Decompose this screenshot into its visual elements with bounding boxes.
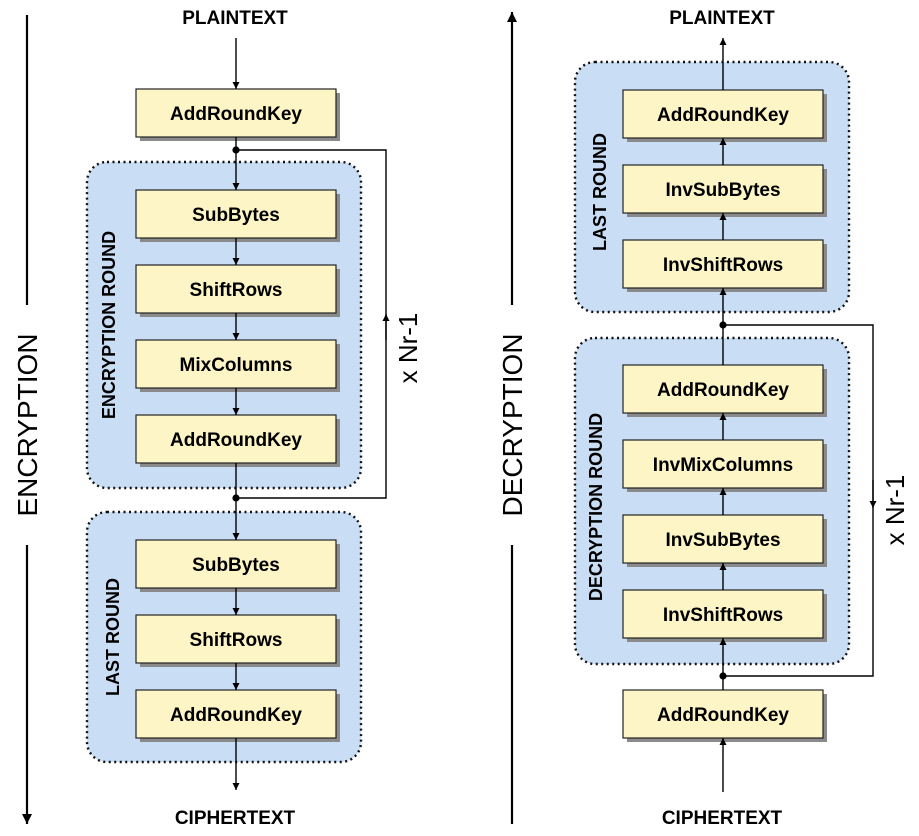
- step-label: InvMixColumns: [653, 455, 793, 476]
- decryption-side-label: DECRYPTION: [497, 333, 528, 516]
- decryption-side: DECRYPTION PLAINTEXT CIPHERTEXT LAST ROU…: [497, 8, 910, 829]
- encryption-loop: [232, 146, 390, 502]
- decryption-output-label: PLAINTEXT: [669, 8, 775, 29]
- step-label: ShiftRows: [190, 280, 283, 301]
- step-label: InvShiftRows: [663, 255, 783, 276]
- step-label: AddRoundKey: [657, 705, 789, 726]
- step-label: InvShiftRows: [663, 605, 783, 626]
- step-label: AddRoundKey: [657, 105, 789, 126]
- decryption-last-step-2: InvSubBytes: [622, 164, 827, 217]
- encryption-last-round-label: LAST ROUND: [103, 578, 123, 696]
- decryption-repeat-label: x Nr-1: [880, 475, 910, 546]
- encryption-side: ENCRYPTION PLAINTEXT CIPHERTEXT ENCRYPTI…: [12, 8, 423, 829]
- encryption-side-label: ENCRYPTION: [12, 333, 43, 516]
- decryption-last-round-label: LAST ROUND: [590, 133, 610, 251]
- encryption-output-label: CIPHERTEXT: [175, 808, 296, 829]
- step-label: InvSubBytes: [665, 180, 780, 201]
- decryption-loop: [719, 321, 877, 680]
- step-label: AddRoundKey: [170, 430, 302, 451]
- encryption-initial-step: AddRoundKey: [135, 88, 340, 141]
- encryption-last-step-3: AddRoundKey: [135, 689, 340, 742]
- step-label: SubBytes: [192, 205, 280, 226]
- step-label: SubBytes: [192, 555, 280, 576]
- encryption-round-label: ENCRYPTION ROUND: [99, 231, 119, 419]
- decryption-round-step-1: AddRoundKey: [622, 364, 827, 417]
- step-label: ShiftRows: [190, 630, 283, 651]
- encryption-repeat-label: x Nr-1: [393, 313, 423, 384]
- encryption-round-group: [85, 160, 363, 490]
- step-label: AddRoundKey: [657, 380, 789, 401]
- step-label: AddRoundKey: [170, 104, 302, 125]
- decryption-round-step-2: InvMixColumns: [622, 439, 827, 492]
- step-label: AddRoundKey: [170, 705, 302, 726]
- decryption-input-label: CIPHERTEXT: [662, 808, 783, 829]
- encryption-last-step-2: ShiftRows: [135, 614, 340, 667]
- encryption-round-step-1: SubBytes: [135, 189, 340, 242]
- decryption-round-label: DECRYPTION ROUND: [586, 413, 606, 601]
- decryption-last-step-3: InvShiftRows: [622, 239, 827, 292]
- encryption-round-step-2: ShiftRows: [135, 264, 340, 317]
- encryption-last-step-1: SubBytes: [135, 539, 340, 592]
- step-label: MixColumns: [180, 355, 293, 376]
- decryption-initial-step: AddRoundKey: [622, 689, 827, 742]
- step-label: InvSubBytes: [665, 530, 780, 551]
- decryption-round-group: [573, 336, 851, 666]
- encryption-round-step-3: MixColumns: [135, 339, 340, 392]
- decryption-last-step-1: AddRoundKey: [622, 89, 827, 142]
- encryption-round-step-4: AddRoundKey: [135, 414, 340, 467]
- encryption-input-label: PLAINTEXT: [182, 8, 288, 29]
- decryption-round-step-3: InvSubBytes: [622, 514, 827, 567]
- decryption-round-step-4: InvShiftRows: [622, 589, 827, 642]
